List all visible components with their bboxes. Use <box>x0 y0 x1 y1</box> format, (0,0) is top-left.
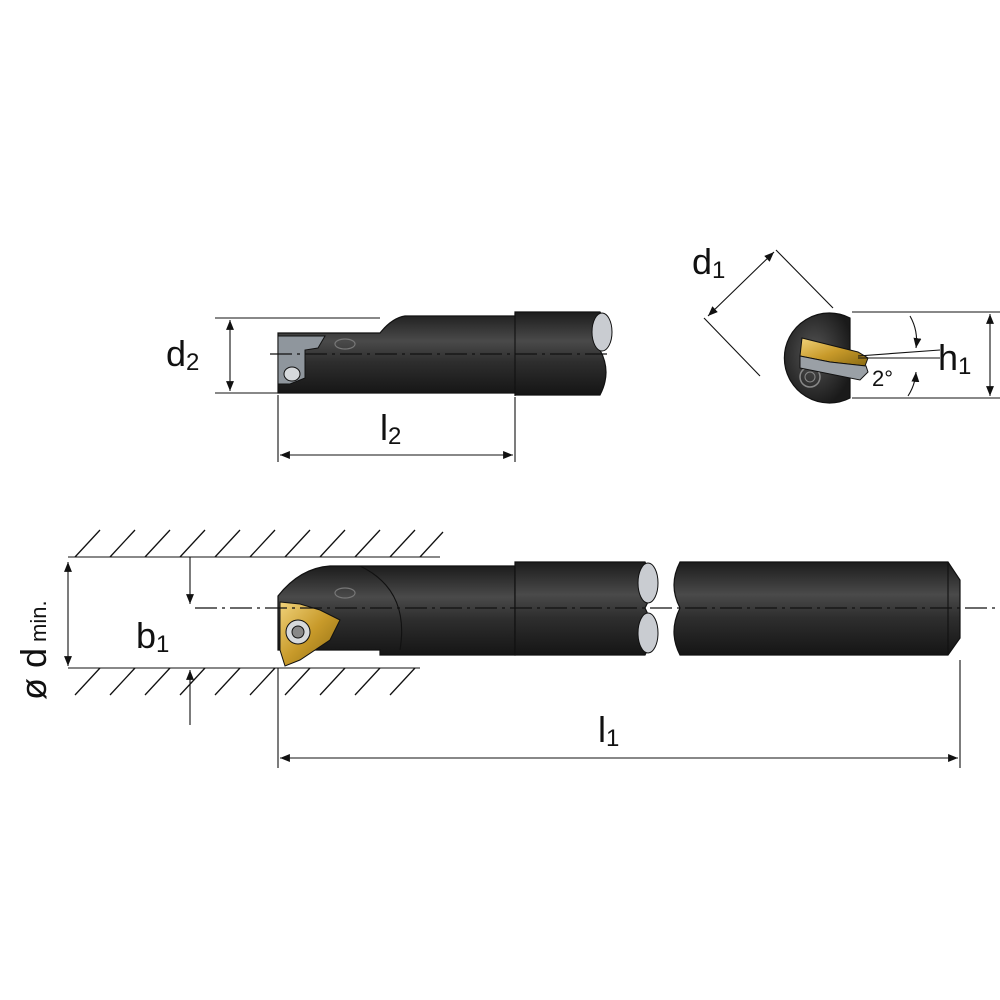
b1-label: b1 <box>136 615 169 658</box>
bottom-tool-head <box>277 565 516 656</box>
top-tool-hole <box>334 338 356 350</box>
bottom-tool-view: ø dmin. b1 l1 <box>13 529 1000 768</box>
bore-wall-top <box>68 529 444 558</box>
bottom-tool-hole <box>334 587 356 599</box>
top-insert-screw <box>283 366 301 382</box>
dmin-label: ø dmin. <box>13 600 54 700</box>
top-tool-view: d2 l2 <box>166 311 613 462</box>
bore-wall-bottom <box>68 667 420 696</box>
top-tool-break <box>591 312 613 352</box>
d1-label: d1 <box>692 241 725 284</box>
end-view: d1 h1 2° <box>692 241 1000 404</box>
end-view-insert-seat <box>799 355 869 381</box>
h1-label: h1 <box>938 337 971 380</box>
d2-label: d2 <box>166 333 199 376</box>
l2-label: l2 <box>380 407 401 450</box>
angle-label: 2° <box>872 366 893 391</box>
l1-label: l1 <box>598 709 619 752</box>
